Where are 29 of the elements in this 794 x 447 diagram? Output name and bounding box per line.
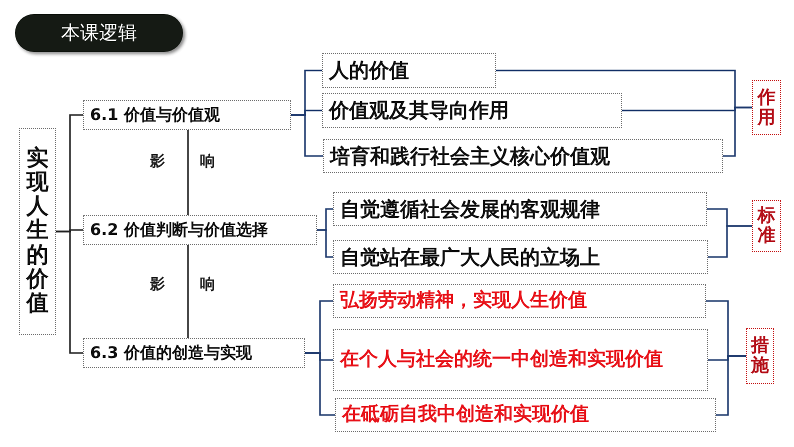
content-box: 自觉遵循社会发展的客观规律 [333,192,707,226]
relation-label: 响 [200,275,215,294]
topic-box: 实现人生的价值 [19,128,56,335]
relation-label: 响 [200,152,215,171]
relation-label: 影 [150,275,165,294]
content-box: 培育和践行社会主义核心价值观 [323,139,723,173]
category-box: 作用 [752,80,781,135]
content-box: 6.1 价值与价值观 [83,100,291,130]
content-box: 人的价值 [322,53,496,88]
connector-line [305,352,335,416]
connector-line [317,229,333,258]
content-box: 在砥砺自我中创造和实现价值 [335,398,716,432]
connector-line [291,114,323,157]
category-box: 措施 [746,328,774,384]
connector-line [56,230,83,354]
content-box: 在个人与社会的统一中创造和实现价值 [333,329,708,391]
connector-line [708,225,752,258]
connector-line [187,245,189,338]
content-box: 6.2 价值判断与价值选择 [83,215,317,245]
title-pill: 本课逻辑 [15,14,183,52]
connector-line [187,130,189,215]
content-box: 价值观及其导向作用 [322,93,622,128]
content-box: 弘扬劳动精神，实现人生价值 [333,284,706,318]
content-box: 6.3 价值的创造与实现 [83,338,305,368]
content-box: 自觉站在最广大人民的立场上 [333,240,708,274]
connector-line [716,355,746,416]
connector-line [723,106,752,157]
category-box: 标准 [752,200,781,252]
relation-label: 影 [150,152,165,171]
